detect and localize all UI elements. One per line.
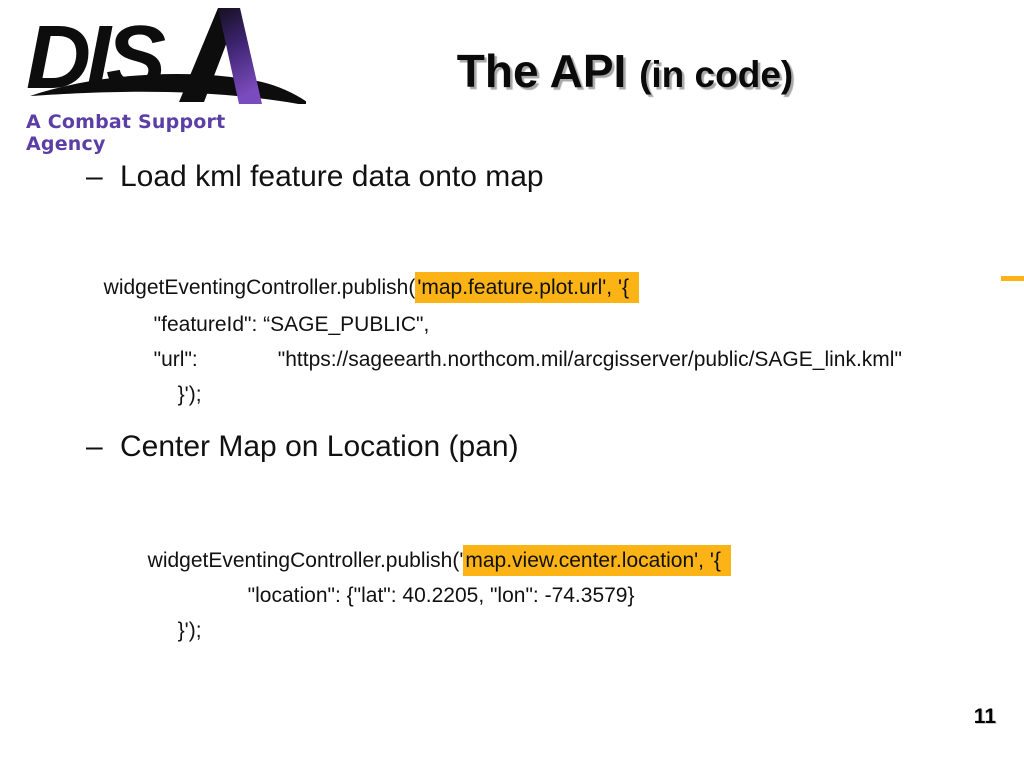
code-url-value: "https://sageearth.northcom.mil/arcgisse… [277, 348, 902, 371]
code-url-key: "url": [153, 348, 198, 371]
code-text: "featureId": “SAGE_PUBLIC", [153, 313, 430, 336]
code-text: }'); [177, 619, 202, 642]
code-text: }'); [177, 383, 202, 406]
code-text: "location": {"lat": 40.2205, "lon": -74.… [247, 584, 635, 607]
bullet-item-load-kml: – Load kml feature data onto map [86, 160, 544, 194]
bullet-dash: – [86, 160, 103, 193]
title-suffix: (in code) [639, 54, 794, 95]
code-highlight: map.view.center.location', '{ [463, 545, 731, 576]
bullet-label: Load kml feature data onto map [120, 160, 544, 193]
bullet-label: Center Map on Location (pan) [120, 430, 519, 463]
code-highlight: 'map.feature.plot.url', '{ [415, 272, 639, 303]
code-line: "featureId": “SAGE_PUBLIC", [142, 283, 430, 339]
highlight-overflow-bar [1001, 276, 1024, 281]
title-main: The API [456, 45, 640, 97]
code-line: }'); [166, 589, 202, 645]
logo-tagline: A Combat Support Agency [26, 111, 226, 155]
code-line: widgetEventingController.publish('map.fe… [92, 246, 639, 303]
code-line: "url": "https://sageearth.northcom.mil/ar… [142, 318, 902, 374]
logo-a-right-leg [218, 8, 262, 104]
code-line: widgetEventingController.publish('map.vi… [136, 519, 731, 576]
code-text: widgetEventingController.publish( [103, 276, 416, 299]
bullet-dash: – [86, 430, 103, 463]
code-line: "location": {"lat": 40.2205, "lon": -74.… [236, 554, 635, 610]
code-text: widgetEventingController.publish(' [147, 549, 464, 572]
code-line: }'); [166, 353, 202, 409]
disa-wordmark-graphic: DIS [26, 8, 314, 108]
bullet-item-center-map: – Center Map on Location (pan) [86, 430, 519, 464]
slide-title: The API (in code) [230, 44, 1020, 98]
slide-number: 11 [973, 705, 996, 728]
logo-dis-letters: DIS [26, 8, 166, 104]
disa-logo: DIS A Combat Support Agency [16, 6, 314, 155]
